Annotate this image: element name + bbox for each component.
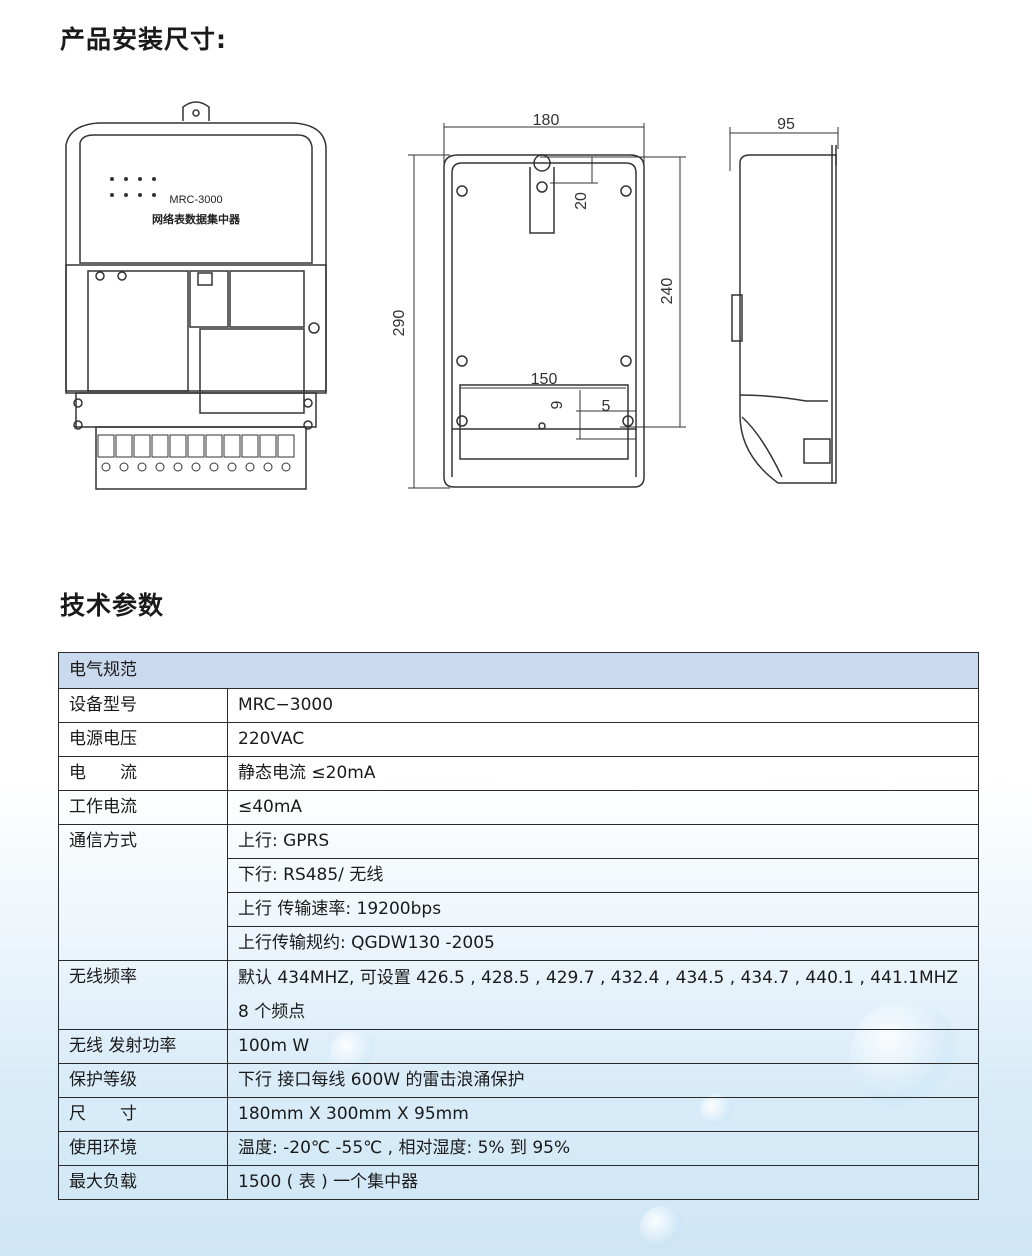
table-row: 工作电流 ≤40mA	[58, 790, 979, 825]
table-row: 尺 寸 180mm X 300mm X 95mm	[58, 1097, 979, 1132]
device-name-label: 网络表数据集中器	[152, 212, 241, 226]
row-value: 上行 传输速率: 19200bps	[227, 892, 979, 927]
terminal-block	[97, 434, 295, 472]
row-key: 通信方式	[58, 824, 228, 961]
table-row: 最大负载 1500 ( 表 ) 一个集中器	[58, 1165, 979, 1200]
table-row: 无线频率 默认 434MHZ, 可设置 426.5 , 428.5 , 429.…	[58, 960, 979, 1030]
table-row: 无线 发射功率 100m W	[58, 1029, 979, 1064]
side-view-drawing: 95	[729, 116, 839, 484]
section-title: 电气规范	[58, 652, 979, 689]
outer-case	[65, 122, 327, 392]
row-value: 默认 434MHZ, 可设置 426.5 , 428.5 , 429.7 , 4…	[227, 960, 979, 1030]
dim-depth-95: 95	[777, 116, 795, 133]
table-row: 上行传输规约: QGDW130 -2005	[59, 926, 979, 961]
table-row: 电源电压 220VAC	[58, 722, 979, 757]
row-key: 保护等级	[58, 1063, 228, 1098]
table-row: 通信方式 上行: GPRS	[58, 824, 979, 961]
row-value: 100m W	[227, 1029, 979, 1064]
row-key: 最大负载	[58, 1165, 228, 1200]
indicator-leds	[110, 177, 156, 197]
back-case	[443, 154, 645, 488]
table-row: 下行: RS485/ 无线	[59, 858, 979, 893]
table-row: 保护等级 下行 接口每线 600W 的雷击浪涌保护	[58, 1063, 979, 1098]
dim-small-5: 5	[602, 398, 611, 415]
row-key: 设备型号	[58, 688, 228, 723]
front-view-drawing: MRC-3000 网络表数据集中器	[65, 101, 327, 490]
dim-width-180: 180	[533, 112, 560, 129]
row-value: ≤40mA	[227, 790, 979, 825]
dim-offset-20: 20	[573, 192, 590, 210]
row-value: 上行: GPRS	[227, 824, 979, 859]
dim-holes-240: 240	[659, 278, 676, 305]
row-value: 温度: -20℃ -55℃ , 相对湿度: 5% 到 95%	[227, 1131, 979, 1166]
row-value: 220VAC	[227, 722, 979, 757]
hanging-hook	[182, 101, 210, 121]
row-value: 上行传输规约: QGDW130 -2005	[227, 926, 979, 961]
bubble-decoration	[640, 1206, 684, 1250]
row-value: 下行: RS485/ 无线	[227, 858, 979, 893]
row-value: MRC−3000	[227, 688, 979, 723]
row-key: 电 流	[58, 756, 228, 791]
row-key: 尺 寸	[58, 1097, 228, 1132]
back-view-drawing: 180 290 240 20 150 9 5	[391, 112, 686, 489]
device-model-label: MRC-3000	[169, 194, 222, 206]
tech-spec-table: 电气规范 设备型号 MRC−3000 电源电压 220VAC 电 流 静态电流 …	[58, 652, 979, 1200]
row-key: 无线 发射功率	[58, 1029, 228, 1064]
row-value: 180mm X 300mm X 95mm	[227, 1097, 979, 1132]
row-value: 1500 ( 表 ) 一个集中器	[227, 1165, 979, 1200]
table-row: 电 流 静态电流 ≤20mA	[58, 756, 979, 791]
row-key: 工作电流	[58, 790, 228, 825]
spec-section-header: 电气规范	[58, 652, 979, 689]
row-key: 电源电压	[58, 722, 228, 757]
dim-small-9: 9	[549, 400, 566, 409]
row-value: 下行 接口每线 600W 的雷击浪涌保护	[227, 1063, 979, 1098]
side-case	[739, 154, 837, 484]
row-key: 无线频率	[58, 960, 228, 1030]
tech-params-heading: 技术参数	[60, 591, 165, 620]
row-key: 使用环境	[58, 1131, 228, 1166]
row-value: 静态电流 ≤20mA	[227, 756, 979, 791]
table-row: 设备型号 MRC−3000	[58, 688, 979, 723]
table-row: 使用环境 温度: -20℃ -55℃ , 相对湿度: 5% 到 95%	[58, 1131, 979, 1166]
dim-height-290: 290	[391, 310, 408, 337]
hanging-slot	[529, 167, 555, 234]
dim-holes-150: 150	[531, 371, 558, 388]
install-dimensions-heading: 产品安装尺寸:	[60, 25, 227, 54]
